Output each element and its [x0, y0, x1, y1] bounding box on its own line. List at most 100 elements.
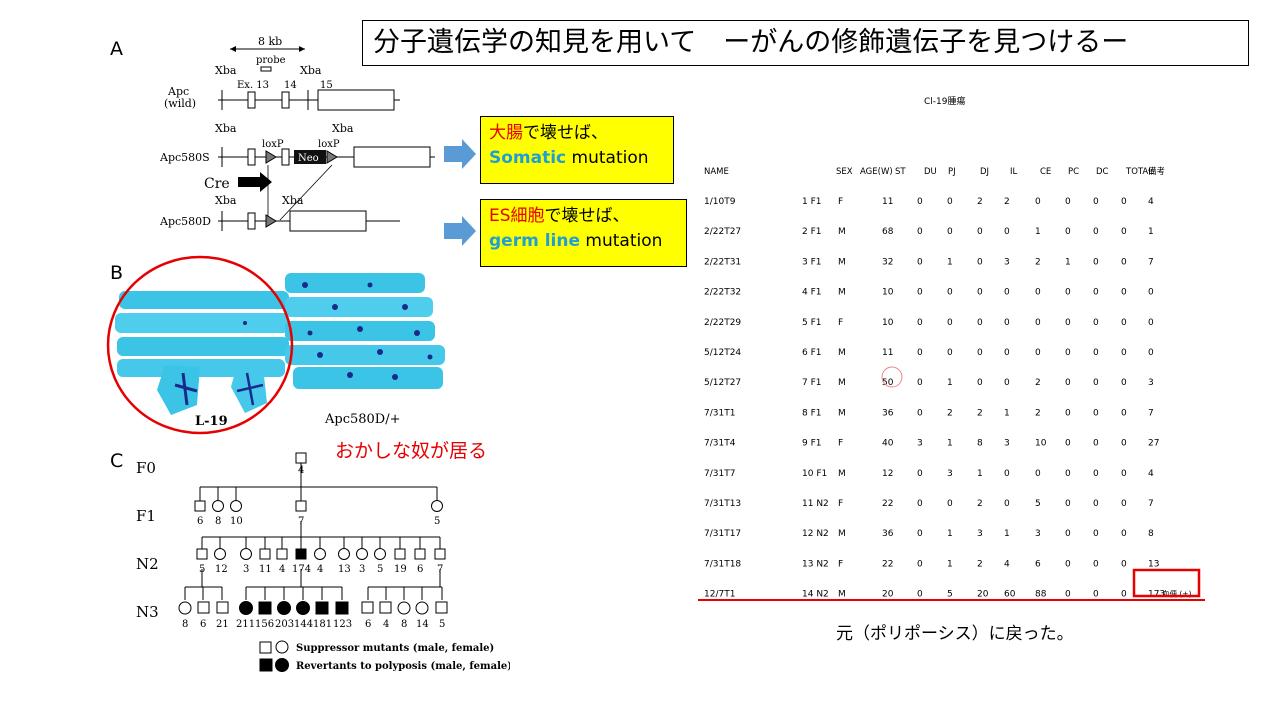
cell-count: 0 — [1004, 227, 1010, 237]
cell-sex: M — [838, 378, 846, 388]
cell-count: 0 — [1093, 408, 1099, 418]
neo-label: Neo — [298, 153, 319, 164]
cell-count: 0 — [1065, 590, 1071, 600]
cell-sex: M — [838, 257, 846, 267]
exon14-label: 14 — [284, 80, 297, 91]
cell-name: 5/12T27 — [704, 378, 741, 388]
pedigree-id: 5 — [434, 516, 440, 527]
cell-sex: M — [838, 288, 846, 298]
cell-count: 0 — [917, 197, 923, 207]
cell-sex: F — [838, 318, 843, 328]
cell-count: 0 — [1093, 348, 1099, 358]
pedigree-id: 11 — [259, 564, 272, 575]
cell-age: 22 — [882, 559, 893, 569]
apc580d-label: Apc580D — [160, 215, 211, 228]
cell-count: 0 — [917, 348, 923, 358]
cell-count: 20 — [977, 590, 989, 600]
cell-total: 7 — [1148, 499, 1154, 509]
cell-total: 0 — [1148, 318, 1154, 328]
table-header: 備考 — [1148, 166, 1165, 177]
cell-no: 4 F1 — [802, 288, 822, 298]
table-header: NAME — [704, 167, 729, 177]
cell-count: 0 — [1121, 197, 1127, 207]
pedigree-id: 6 — [365, 619, 371, 630]
cell-count: 0 — [1035, 288, 1041, 298]
cell-count: 0 — [1065, 378, 1071, 388]
pedigree-id: 5 — [377, 564, 383, 575]
caption-reverted: 元（ポリポーシス）に戻った。 — [836, 624, 1074, 644]
cell-count: 3 — [1004, 257, 1010, 267]
pedigree-id: 3 — [243, 564, 249, 575]
xba-label: Xba — [215, 194, 237, 207]
cell-name: 7/31T13 — [704, 499, 741, 509]
table-header: CE — [1040, 167, 1051, 177]
cell-total: 3 — [1148, 378, 1154, 388]
pedigree-id: 14 — [416, 619, 429, 630]
cell-total: 4 — [1148, 197, 1154, 207]
cell-count: 0 — [1065, 529, 1071, 539]
cell-no: 8 F1 — [802, 408, 822, 418]
cell-count: 0 — [1121, 590, 1127, 600]
cell-count: 3 — [1035, 529, 1041, 539]
pedigree-id: 7 — [437, 564, 443, 575]
cell-name: 7/31T1 — [704, 408, 735, 418]
cell-count: 0 — [1065, 469, 1071, 479]
table-header: ST — [895, 167, 906, 177]
cell-count: 1 — [1004, 529, 1010, 539]
cell-count: 2 — [977, 408, 983, 418]
cell-count: 0 — [1093, 257, 1099, 267]
cell-count: 0 — [977, 348, 983, 358]
exon13-label: Ex. 13 — [237, 80, 269, 91]
cell-count: 0 — [917, 257, 923, 267]
probe-label: probe — [256, 55, 286, 66]
cell-count: 0 — [1093, 378, 1099, 388]
cell-count: 1 — [947, 378, 953, 388]
pedigree-id: 4 — [298, 465, 304, 476]
pedigree-id: 5 — [199, 564, 205, 575]
exon15-label: 15 — [320, 80, 333, 91]
cell-age: 20 — [882, 590, 894, 600]
cell-no: 14 N2 — [802, 590, 829, 600]
cell-sex: F — [838, 559, 843, 569]
cell-sex: F — [838, 439, 843, 449]
cell-count: 0 — [1121, 257, 1127, 267]
cell-count: 0 — [917, 469, 923, 479]
cell-total: 1 — [1148, 227, 1154, 237]
table-header: PC — [1068, 167, 1079, 177]
cell-count: 8 — [977, 439, 983, 449]
xba-label: Xba — [282, 194, 304, 207]
xba-label: Xba — [215, 122, 237, 135]
pedigree-id: 203 — [275, 619, 294, 630]
cell-age: 36 — [882, 529, 894, 539]
cell-age: 50 — [882, 378, 894, 388]
cell-sex: M — [838, 590, 846, 600]
cell-name: 2/22T29 — [704, 318, 741, 328]
cell-note: 血便 (+) — [1162, 589, 1192, 599]
cell-count: 2 — [1004, 197, 1010, 207]
cell-count: 1 — [947, 529, 953, 539]
pedigree-id: 5 — [439, 619, 445, 630]
cell-count: 0 — [1093, 469, 1099, 479]
cell-age: 22 — [882, 499, 893, 509]
cell-total: 7 — [1148, 257, 1154, 267]
table-header: DU — [924, 167, 937, 177]
cell-count: 5 — [947, 590, 953, 600]
generation-label: N3 — [136, 603, 159, 621]
pedigree-id: 21 — [216, 619, 229, 630]
pedigree-id: 181 — [313, 619, 332, 630]
cell-count: 0 — [1093, 288, 1099, 298]
cell-total: 0 — [1148, 348, 1154, 358]
pedigree-chart: F0 F1 N2 N3 — [136, 452, 510, 672]
cell-count: 0 — [977, 257, 983, 267]
cell-count: 0 — [1121, 559, 1127, 569]
cell-name: 7/31T18 — [704, 559, 741, 569]
legend-revertant: Revertants to polyposis (male, female) — [296, 661, 510, 672]
cell-count: 0 — [1065, 227, 1071, 237]
cell-count: 2 — [977, 499, 983, 509]
pedigree-id: 8 — [182, 619, 188, 630]
